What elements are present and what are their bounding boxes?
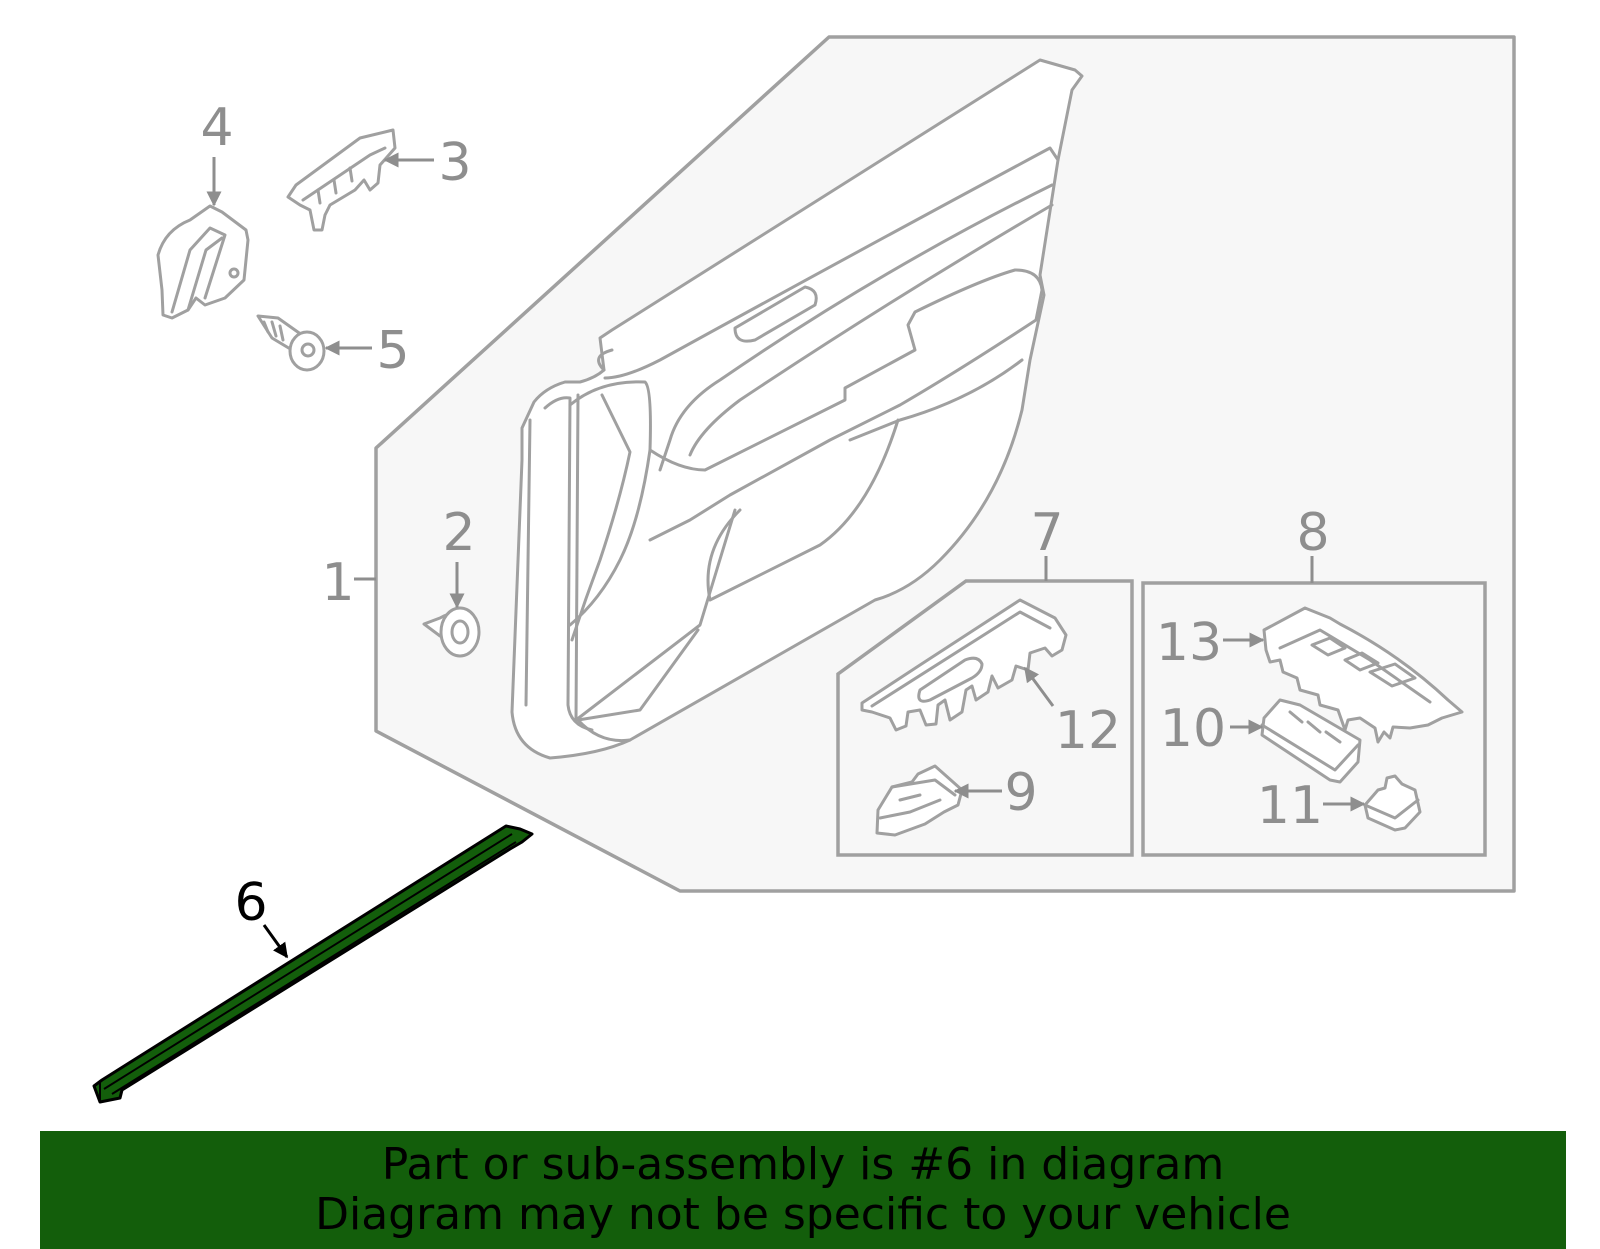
- clip-part-2: [422, 606, 481, 658]
- callout-10: 10: [1160, 699, 1226, 759]
- banner-line-disclaimer: Diagram may not be specific to your vehi…: [315, 1189, 1291, 1240]
- leader-lines: [206, 152, 1366, 959]
- switch-part-10: [1260, 698, 1362, 784]
- switch-panel-part-12: [860, 598, 1068, 732]
- bracket-part-3: [286, 128, 397, 232]
- subassembly-box-7: [836, 579, 1134, 857]
- callout-4: 4: [200, 98, 233, 158]
- banner-line-part-number: Part or sub-assembly is #6 in diagram: [381, 1139, 1225, 1190]
- info-banner: Part or sub-assembly is #6 in diagram Di…: [40, 1131, 1566, 1249]
- callout-13: 13: [1156, 613, 1222, 673]
- callout-11: 11: [1257, 776, 1323, 836]
- callout-7: 7: [1030, 503, 1063, 563]
- callout-3: 3: [438, 133, 471, 193]
- callout-9: 9: [1004, 763, 1037, 823]
- switch-panel-part-13: [1262, 606, 1464, 744]
- subassembly-box-8: [1141, 581, 1487, 857]
- door-trim-panel: [510, 58, 1084, 760]
- callout-12: 12: [1055, 701, 1121, 761]
- weatherstrip-part-6: [92, 824, 534, 1104]
- switch-part-11: [1363, 774, 1422, 832]
- callout-2: 2: [442, 503, 475, 563]
- callout-6: 6: [234, 873, 267, 933]
- screw-part-5: [256, 314, 326, 372]
- switch-part-9: [875, 764, 964, 837]
- callout-1: 1: [321, 553, 354, 613]
- handle-part-4: [156, 204, 250, 320]
- callout-5: 5: [376, 321, 409, 381]
- callout-8: 8: [1296, 503, 1329, 563]
